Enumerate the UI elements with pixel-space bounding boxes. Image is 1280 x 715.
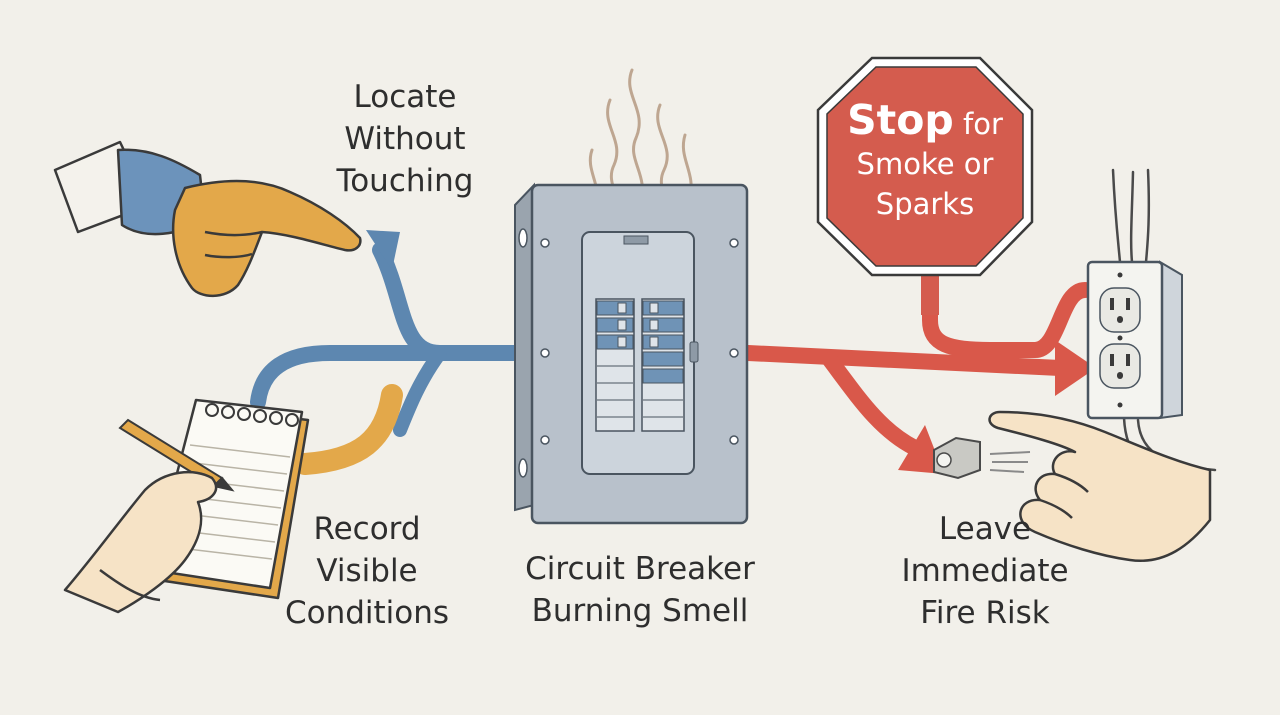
pencil-icon bbox=[118, 418, 235, 492]
red-arrow-head-outlet bbox=[1055, 340, 1096, 396]
label-leave-immediate-fire-risk: Leave Immediate Fire Risk bbox=[901, 511, 1069, 631]
label-locate-without-touching: Locate Without Touching bbox=[336, 79, 474, 199]
outlet-icon bbox=[1086, 168, 1217, 488]
pointing-hand-icon bbox=[988, 410, 1212, 563]
stop-word: Stop bbox=[847, 96, 954, 144]
plug-icon bbox=[933, 436, 1031, 480]
breaker-panel-icon bbox=[514, 182, 749, 525]
stop-for: for bbox=[953, 107, 1003, 141]
stop-line-2: Smoke or bbox=[856, 147, 994, 181]
orange-flow-path bbox=[294, 384, 403, 475]
gloved-hand-icon bbox=[53, 140, 362, 298]
label-record-visible-conditions: Record Visible Conditions bbox=[284, 511, 450, 631]
blue-arrow-tip bbox=[366, 230, 400, 270]
writing-hand-icon bbox=[63, 470, 218, 614]
stop-sign-text: Stop for Smoke or Sparks bbox=[820, 100, 1030, 224]
blue-flow-paths bbox=[250, 242, 523, 437]
red-arrow-head-plug bbox=[898, 425, 944, 474]
stop-line-3: Sparks bbox=[875, 187, 975, 221]
stop-sign-icon bbox=[816, 56, 1034, 315]
red-flow-paths bbox=[740, 272, 1093, 456]
label-circuit-breaker-burning-smell: Circuit Breaker Burning Smell bbox=[525, 551, 755, 629]
